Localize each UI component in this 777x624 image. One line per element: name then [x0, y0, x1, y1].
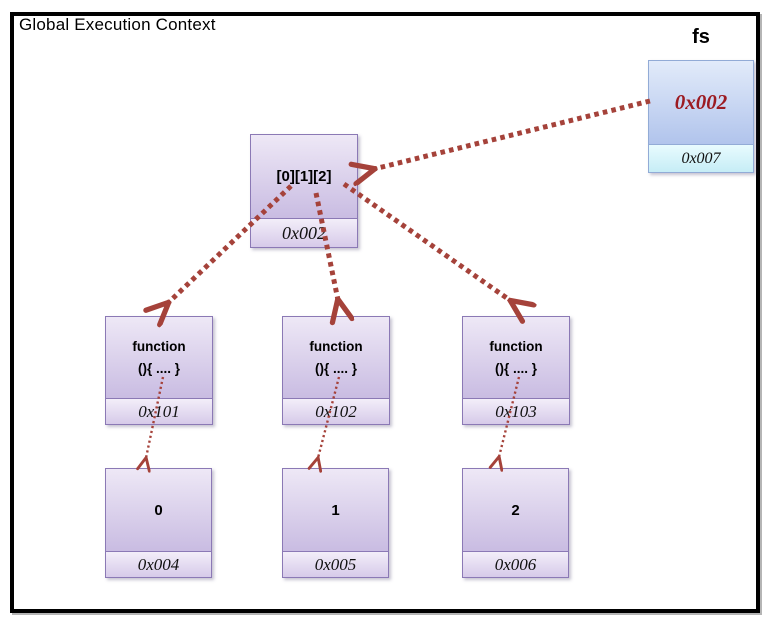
fs-address: 0x007	[649, 144, 753, 172]
function-0-line2: (){ .... }	[137, 360, 180, 376]
function-1-line2: (){ .... }	[314, 360, 357, 376]
value-0: 0	[106, 469, 211, 551]
page-title: Global Execution Context	[19, 15, 216, 34]
value-2: 2	[463, 469, 568, 551]
fs-variable-label: fs	[692, 26, 710, 48]
function-1-body: function (){ .... }	[283, 317, 389, 398]
function-2-body: function (){ .... }	[463, 317, 569, 398]
function-0-line1: function	[132, 338, 186, 354]
function-1-address: 0x102	[283, 398, 389, 424]
function-1-line1: function	[309, 338, 363, 354]
array-address: 0x002	[251, 218, 357, 247]
function-0-body: function (){ .... }	[106, 317, 212, 398]
function-box-0: function (){ .... } 0x101	[105, 316, 213, 425]
value-1: 1	[283, 469, 388, 551]
outer-frame	[10, 12, 760, 613]
array-value: [0][1][2]	[251, 135, 357, 218]
value-1-address: 0x005	[283, 551, 388, 577]
fs-pointer-value: 0x002	[649, 61, 753, 144]
array-box: [0][1][2] 0x002	[250, 134, 358, 248]
value-box-2: 2 0x006	[462, 468, 569, 578]
fs-box: 0x002 0x007	[648, 60, 754, 173]
value-0-address: 0x004	[106, 551, 211, 577]
function-2-line1: function	[489, 338, 543, 354]
function-box-2: function (){ .... } 0x103	[462, 316, 570, 425]
function-box-1: function (){ .... } 0x102	[282, 316, 390, 425]
function-2-address: 0x103	[463, 398, 569, 424]
function-0-address: 0x101	[106, 398, 212, 424]
value-box-1: 1 0x005	[282, 468, 389, 578]
value-box-0: 0 0x004	[105, 468, 212, 578]
value-2-address: 0x006	[463, 551, 568, 577]
function-2-line2: (){ .... }	[494, 360, 537, 376]
